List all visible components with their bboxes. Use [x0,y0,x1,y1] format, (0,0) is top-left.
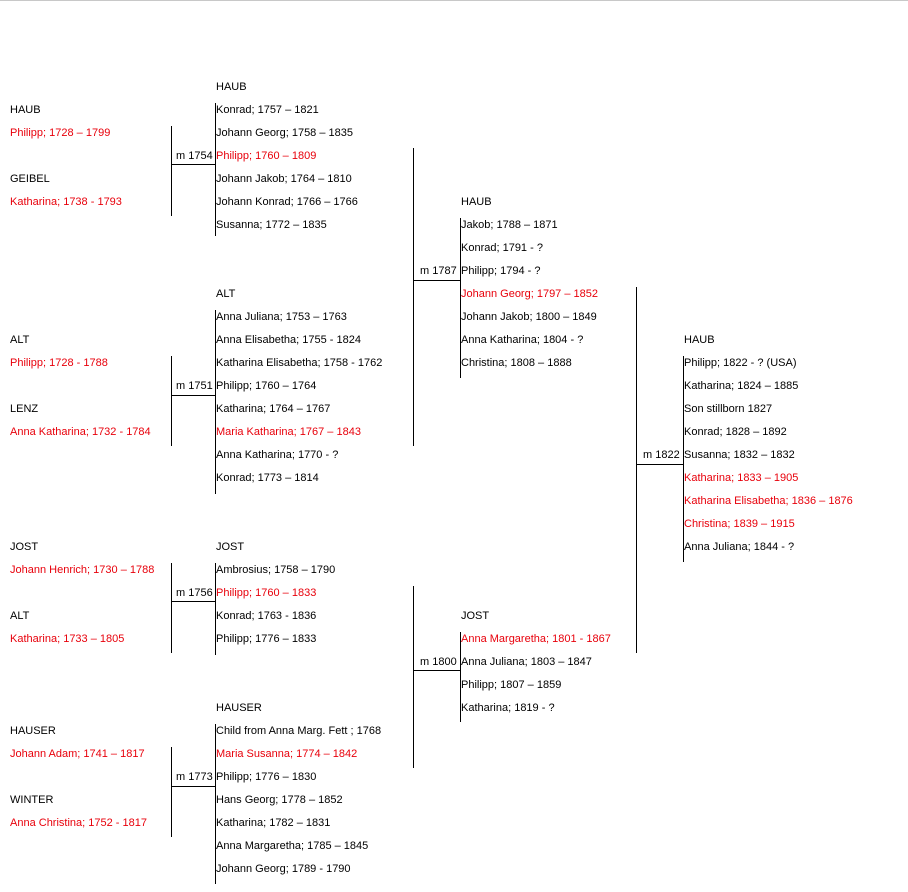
child-entry: Jakob; 1788 – 1871 [461,219,558,231]
children-list-line [215,103,216,236]
marriage-bracket-line [171,563,172,653]
child-entry: Susanna; 1832 – 1832 [684,449,795,461]
marriage-label: m 1754 [176,150,213,162]
marriage-label: m 1751 [176,380,213,392]
family-surname: ALT [216,288,236,300]
marriage-connector-line [413,670,461,671]
child-entry: Katharina; 1782 – 1831 [216,817,331,829]
husband-name: Philipp; 1728 - 1788 [10,357,108,369]
children-list-line [460,632,461,722]
marriage-connector-line [171,395,216,396]
wife-name: Anna Christina; 1752 - 1817 [10,817,147,829]
child-entry: Christina; 1808 – 1888 [461,357,572,369]
wife-name: Katharina; 1733 – 1805 [10,633,125,645]
child-entry: Anna Juliana; 1844 - ? [684,541,795,553]
husband-surname: ALT [10,334,30,346]
husband-surname: HAUSER [10,725,56,737]
child-entry: Katharina; 1824 – 1885 [684,380,799,392]
family-surname: JOST [461,610,490,622]
child-entry: Philipp; 1807 – 1859 [461,679,562,691]
children-list-line [215,310,216,494]
child-entry: Philipp; 1822 - ? (USA) [684,357,797,369]
family-surname: HAUB [461,196,492,208]
marriage-bracket-line [171,126,172,216]
child-entry-highlighted: Johann Georg; 1797 – 1852 [461,288,599,300]
child-entry: Johann Georg; 1789 - 1790 [216,863,351,875]
child-entry: Susanna; 1772 – 1835 [216,219,327,231]
child-entry: Johann Konrad; 1766 – 1766 [216,196,358,208]
child-entry: Konrad; 1763 - 1836 [216,610,317,622]
family-surname: HAUSER [216,702,262,714]
child-entry: Katharina; 1764 – 1767 [216,403,331,415]
marriage-connector-line [413,280,461,281]
child-entry: Konrad; 1773 – 1814 [216,472,319,484]
children-list-line [215,563,216,655]
marriage-label: m 1800 [420,656,457,668]
marriage-label: m 1822 [643,449,680,461]
child-entry: Child from Anna Marg. Fett ; 1768 [216,725,382,737]
wife-surname: WINTER [10,794,54,806]
family-surname: HAUB [216,81,247,93]
child-entry: Katharina Elisabetha; 1758 - 1762 [216,357,383,369]
wife-name: Anna Katharina; 1732 - 1784 [10,426,151,438]
child-entry: Hans Georg; 1778 – 1852 [216,794,343,806]
marriage-label: m 1787 [420,265,457,277]
wife-surname: GEIBEL [10,173,50,185]
wife-surname: LENZ [10,403,39,415]
child-entry: Philipp; 1776 – 1830 [216,771,317,783]
child-entry: Katharina; 1819 - ? [461,702,555,714]
marriage-bracket-line [413,148,414,446]
marriage-connector-line [171,601,216,602]
marriage-bracket-line [636,287,637,653]
child-entry-highlighted: Christina; 1839 – 1915 [684,518,795,530]
husband-name: Johann Adam; 1741 – 1817 [10,748,145,760]
child-entry-highlighted: Maria Susanna; 1774 – 1842 [216,748,358,760]
child-entry: Johann Georg; 1758 – 1835 [216,127,354,139]
wife-surname: ALT [10,610,30,622]
child-entry: Anna Katharina; 1804 - ? [461,334,584,346]
child-entry-highlighted: Maria Katharina; 1767 – 1843 [216,426,361,438]
child-entry-highlighted: Katharina; 1833 – 1905 [684,472,799,484]
child-entry-highlighted: Katharina Elisabetha; 1836 – 1876 [684,495,853,507]
husband-surname: HAUB [10,104,41,116]
marriage-connector-line [171,164,216,165]
marriage-connector-line [171,786,216,787]
child-entry: Anna Katharina; 1770 - ? [216,449,339,461]
marriage-connector-line [636,464,684,465]
marriage-bracket-line [171,747,172,837]
marriage-bracket-line [413,586,414,768]
child-entry: Anna Elisabetha; 1755 - 1824 [216,334,361,346]
family-surname: HAUB [684,334,715,346]
child-entry: Anna Juliana; 1803 – 1847 [461,656,592,668]
child-entry-highlighted: Philipp; 1760 – 1833 [216,587,317,599]
marriage-bracket-line [171,356,172,446]
child-entry: Konrad; 1828 – 1892 [684,426,787,438]
child-entry: Konrad; 1757 – 1821 [216,104,319,116]
child-entry: Ambrosius; 1758 – 1790 [216,564,336,576]
child-entry: Philipp; 1776 – 1833 [216,633,317,645]
child-entry-highlighted: Philipp; 1760 – 1809 [216,150,317,162]
wife-name: Katharina; 1738 - 1793 [10,196,122,208]
child-entry: Philipp; 1760 – 1764 [216,380,317,392]
husband-name: Philipp; 1728 – 1799 [10,127,111,139]
child-entry: Johann Jakob; 1764 – 1810 [216,173,352,185]
marriage-label: m 1756 [176,587,213,599]
marriage-label: m 1773 [176,771,213,783]
child-entry: Anna Margaretha; 1785 – 1845 [216,840,369,852]
children-list-line [683,356,684,562]
child-entry: Anna Juliana; 1753 – 1763 [216,311,347,323]
family-surname: JOST [216,541,245,553]
child-entry-highlighted: Anna Margaretha; 1801 - 1867 [461,633,611,645]
child-entry: Son stillborn 1827 [684,403,773,415]
husband-surname: JOST [10,541,39,553]
child-entry: Konrad; 1791 - ? [461,242,543,254]
children-list-line [460,218,461,378]
top-border-line [0,0,908,1]
child-entry: Philipp; 1794 - ? [461,265,541,277]
child-entry: Johann Jakob; 1800 – 1849 [461,311,597,323]
children-list-line [215,724,216,884]
husband-name: Johann Henrich; 1730 – 1788 [10,564,155,576]
